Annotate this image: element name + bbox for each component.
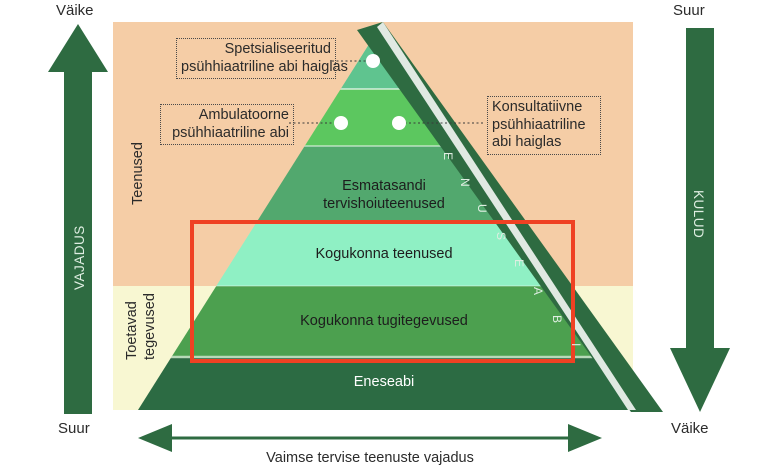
pyramid-tier-5 <box>138 286 630 358</box>
left-axis-bottom-label: Suur <box>58 420 90 437</box>
node-dot-outpatient <box>334 116 348 130</box>
left-axis-arrow <box>48 24 108 414</box>
side-band-letter-6: A <box>531 287 545 296</box>
right-axis-arrow <box>670 28 730 412</box>
focus-rectangle <box>190 220 575 363</box>
bottom-axis-label: Vaimse tervise teenuste vajadus <box>266 450 474 466</box>
side-band-letter-4: S <box>494 232 508 241</box>
side-band-letter-8: I <box>569 343 583 347</box>
callout-specialist: Spetsialiseeritud psühhiaatriline abi ha… <box>176 38 348 80</box>
pyramid-tier-6 <box>138 358 630 410</box>
pyramid-tier-4-label: Kogukonna teenused <box>315 246 453 262</box>
callout-consult: Konsultatiivne psühhiaatriline abi haigl… <box>487 96 601 156</box>
callout-outpatient: Ambulatoorne psühhiaatriline abi <box>160 104 294 146</box>
pyramid-tier-5-label: Kogukonna tugitegevused <box>300 313 468 329</box>
pyramid-tier-6-label: Eneseabi <box>353 374 415 390</box>
node-dot-specialist <box>366 54 380 68</box>
bottom-axis-arrow <box>138 424 602 452</box>
right-axis-top-label: Suur <box>673 2 705 19</box>
node-dot-consult <box>392 116 406 130</box>
right-axis-bottom-label: Väike <box>671 420 709 437</box>
side-band-letter-1: E <box>441 152 455 161</box>
left-axis-top-label: Väike <box>56 2 94 19</box>
pyramid-tier-3-label: Esmatasandi tervishoiuteenused <box>323 178 445 212</box>
